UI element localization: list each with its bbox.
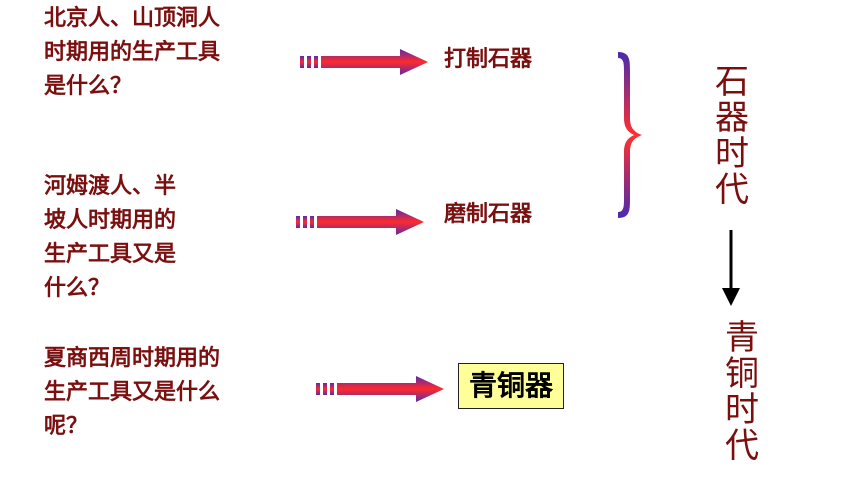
question-2: 河姆渡人、半 坡人时期用的 生产工具又是 什么？ (44, 170, 176, 306)
question-2-line-2: 坡人时期用的 (44, 208, 177, 233)
stone-age-label: 石 器 时 代 (712, 64, 752, 208)
answer-bronze-ware: 青铜器 (458, 363, 565, 409)
question-3-line-2: 生产工具又是什么 (44, 380, 221, 405)
question-3-line-3: 呢？ (44, 414, 89, 439)
question-1-line-1: 北京人、山顶洞人 (44, 6, 221, 31)
question-2-line-3: 生产工具又是 (44, 242, 177, 267)
stone-age-char-3: 时 (715, 134, 749, 174)
question-2-line-1: 河姆渡人、半 (44, 174, 177, 199)
answer-polished-stone-tools: 磨制石器 (444, 202, 533, 227)
question-1: 北京人、山顶洞人 时期用的生产工具 是什么？ (44, 2, 220, 104)
stone-age-char-1: 石 (715, 62, 749, 102)
arrow-1 (300, 49, 428, 75)
right-brace-icon (618, 52, 642, 218)
bronze-age-char-4: 代 (725, 426, 759, 466)
bronze-age-label: 青 铜 时 代 (722, 320, 762, 464)
question-2-line-4: 什么？ (44, 276, 111, 301)
arrow-2 (296, 209, 424, 235)
question-3: 夏商西周时期用的 生产工具又是什么 呢？ (44, 342, 220, 444)
stone-age-char-4: 代 (715, 170, 749, 210)
down-arrow-icon (722, 230, 740, 306)
question-1-line-3: 是什么？ (44, 74, 133, 99)
answer-chipped-stone-tools: 打制石器 (444, 47, 533, 72)
stone-age-char-2: 器 (715, 98, 749, 138)
bronze-age-char-1: 青 (725, 318, 759, 358)
bronze-age-char-3: 时 (725, 390, 759, 430)
arrow-3 (316, 376, 444, 402)
question-3-line-1: 夏商西周时期用的 (44, 346, 221, 371)
bronze-age-char-2: 铜 (725, 354, 759, 394)
question-1-line-2: 时期用的生产工具 (44, 40, 221, 65)
